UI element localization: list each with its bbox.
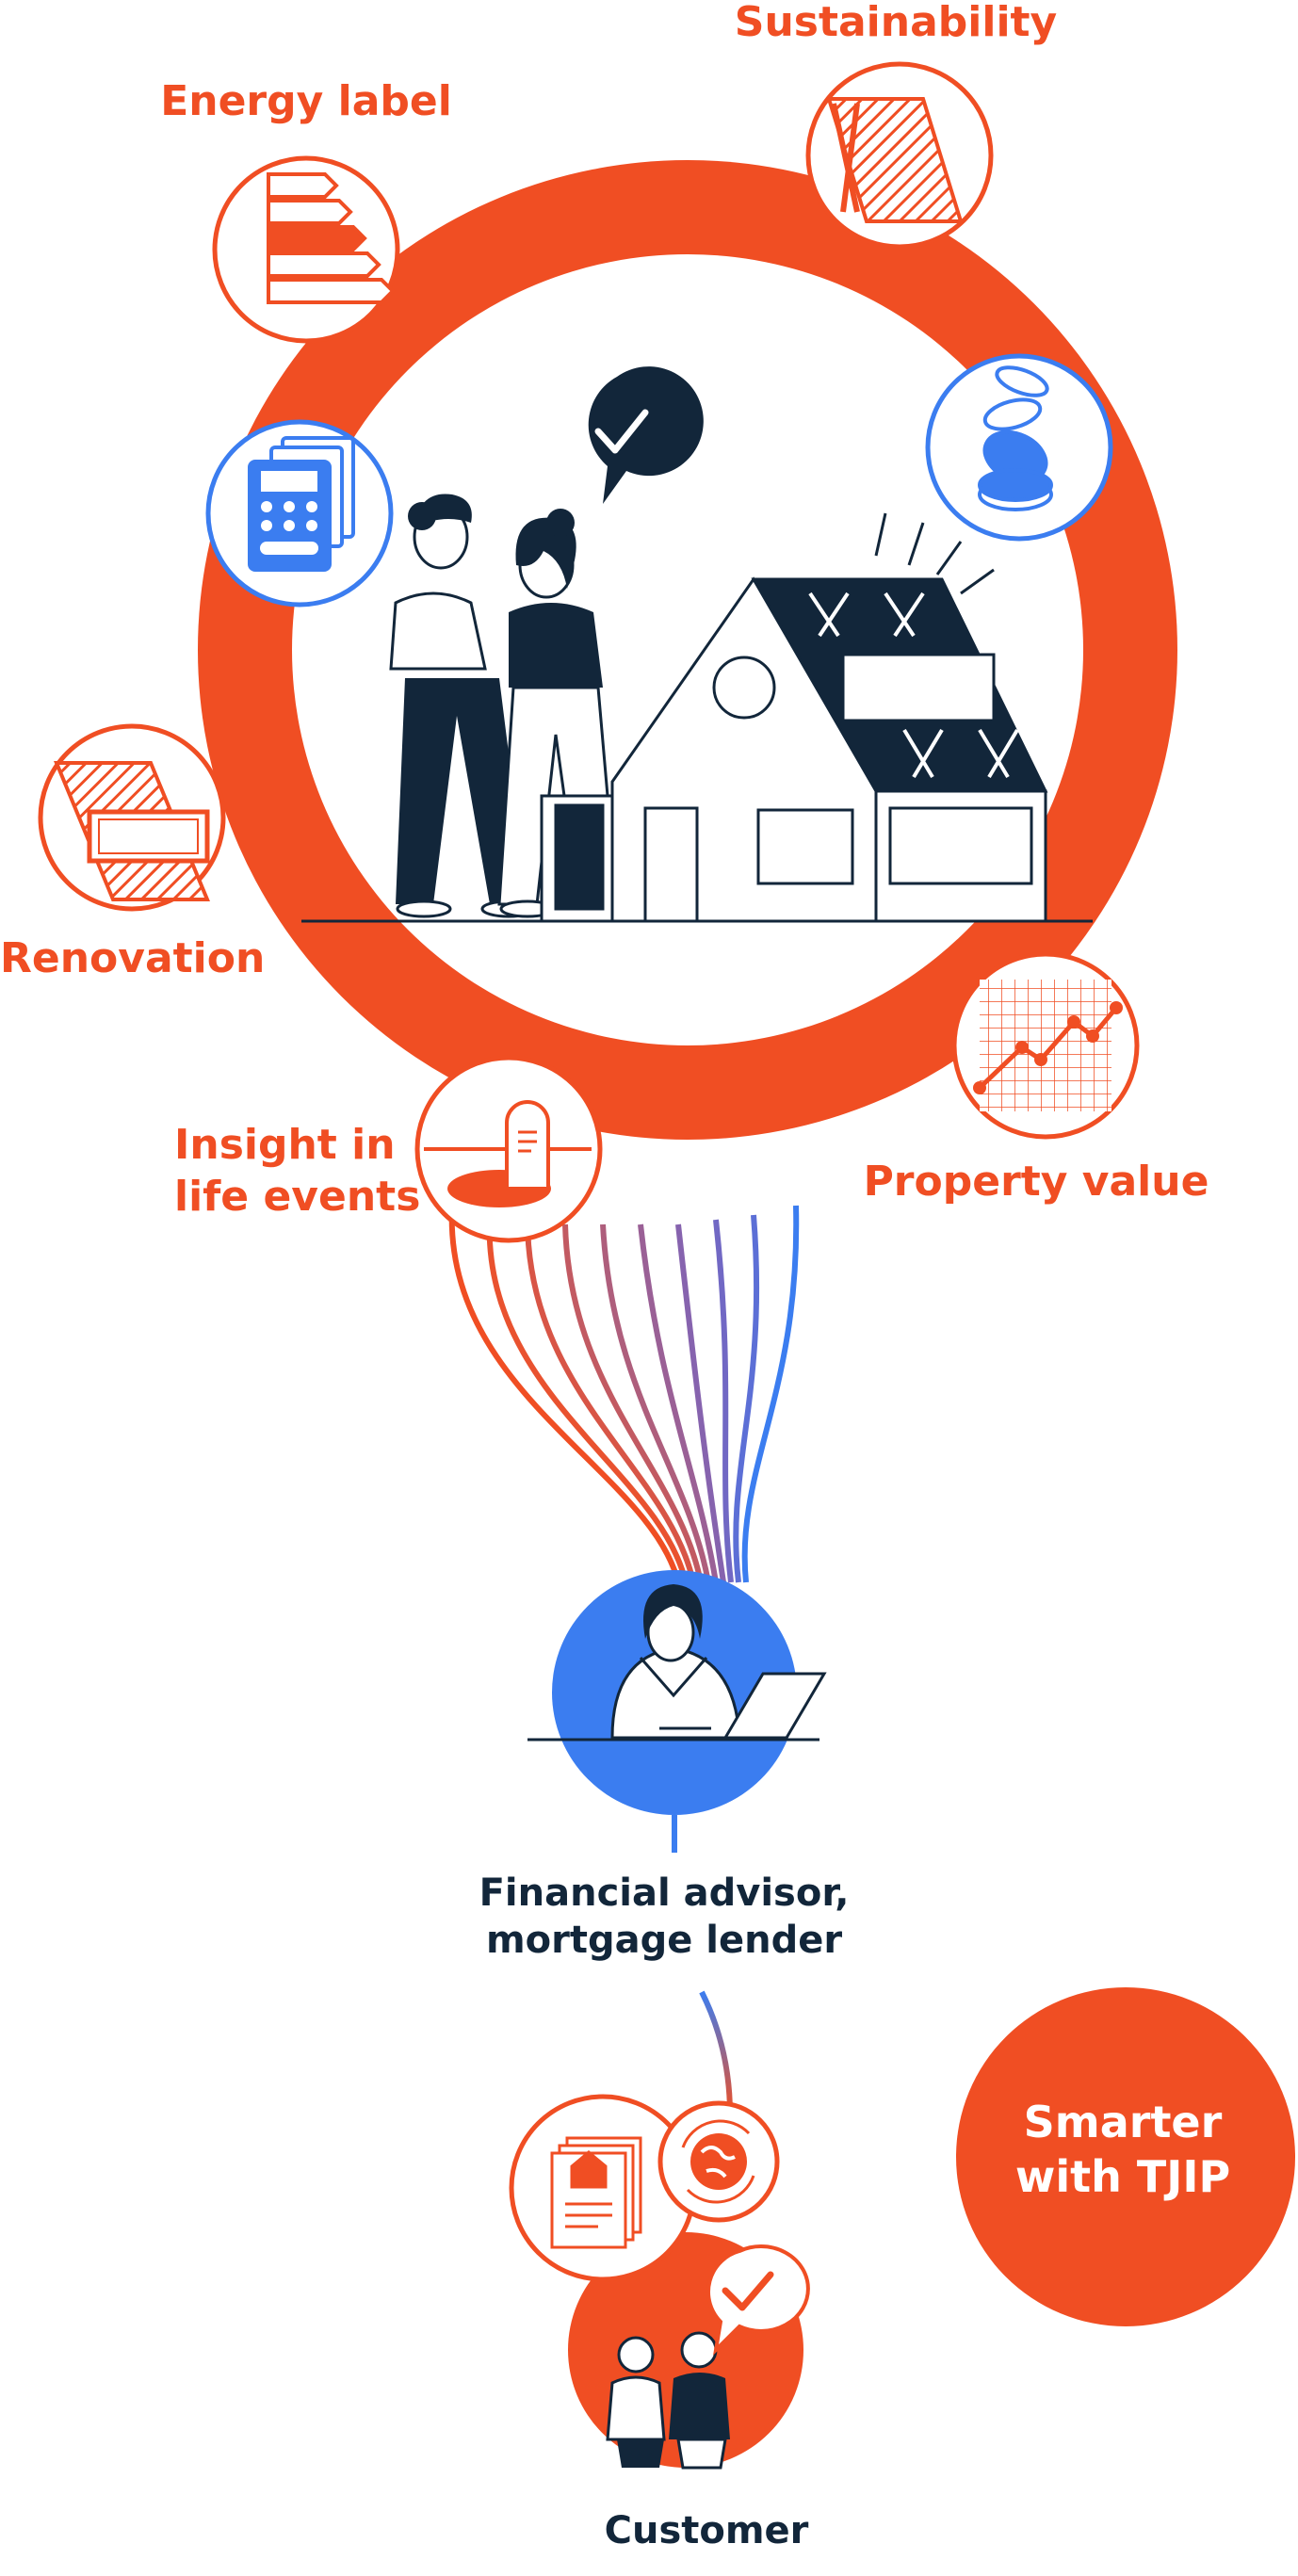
advisor-label-line2: mortgage lender (485, 1919, 843, 1962)
growth-chart-icon (973, 980, 1123, 1111)
couple-icon (606, 2331, 730, 2470)
tjip-badge-text: Smarter with TJIP (1015, 2096, 1230, 2204)
energy-label-icon (267, 172, 396, 304)
financial-calculation-node[interactable] (205, 419, 394, 608)
energy-label-node[interactable] (212, 155, 400, 344)
tjip-badge-line1: Smarter (1023, 2097, 1223, 2147)
gravestone-icon (424, 1100, 592, 1207)
life-events-label: Insight in life events (174, 1119, 421, 1223)
advisor-label-line1: Financial advisor, (479, 1871, 850, 1915)
advisor-node[interactable] (527, 1570, 827, 1815)
connection-lines (448, 1205, 800, 1583)
check-bubble-icon (588, 366, 704, 504)
renovation-label: Renovation (0, 934, 266, 982)
advisor-laptop-icon (527, 1584, 827, 1742)
sustainability-label: Sustainability (734, 0, 1058, 46)
sustainability-node[interactable] (805, 61, 994, 250)
life-events-node[interactable] (414, 1055, 603, 1243)
customer-label: Customer (604, 2509, 809, 2552)
customer-cord (699, 1990, 733, 2115)
savings-node[interactable] (925, 353, 1113, 542)
globe-refresh-icon (681, 2119, 755, 2204)
hero-illustration (301, 366, 1093, 923)
renovation-icon (54, 761, 210, 901)
check-bubble-icon (706, 2244, 810, 2356)
renovation-node[interactable] (38, 723, 226, 912)
tjip-badge (956, 1987, 1295, 2326)
solar-panel-icon (826, 97, 964, 223)
globe-node[interactable] (657, 2100, 780, 2223)
calculator-icon (248, 436, 355, 572)
documents-house-icon (550, 2136, 642, 2249)
coins-icon (978, 365, 1053, 511)
couple-icon (389, 494, 631, 918)
house-solar-icon (540, 512, 1048, 923)
life-events-label-line2: life events (174, 1173, 421, 1221)
customer-node[interactable] (568, 2232, 810, 2470)
documents-node[interactable] (509, 2094, 697, 2282)
property-value-label: Property value (863, 1158, 1209, 1206)
life-events-label-line1: Insight in (174, 1121, 396, 1169)
tjip-badge-line2: with TJIP (1014, 2150, 1231, 2202)
property-value-node[interactable] (951, 951, 1140, 1140)
energy-label-label: Energy label (160, 77, 452, 125)
advisor-label: Financial advisor, mortgage lender (479, 1870, 850, 1964)
